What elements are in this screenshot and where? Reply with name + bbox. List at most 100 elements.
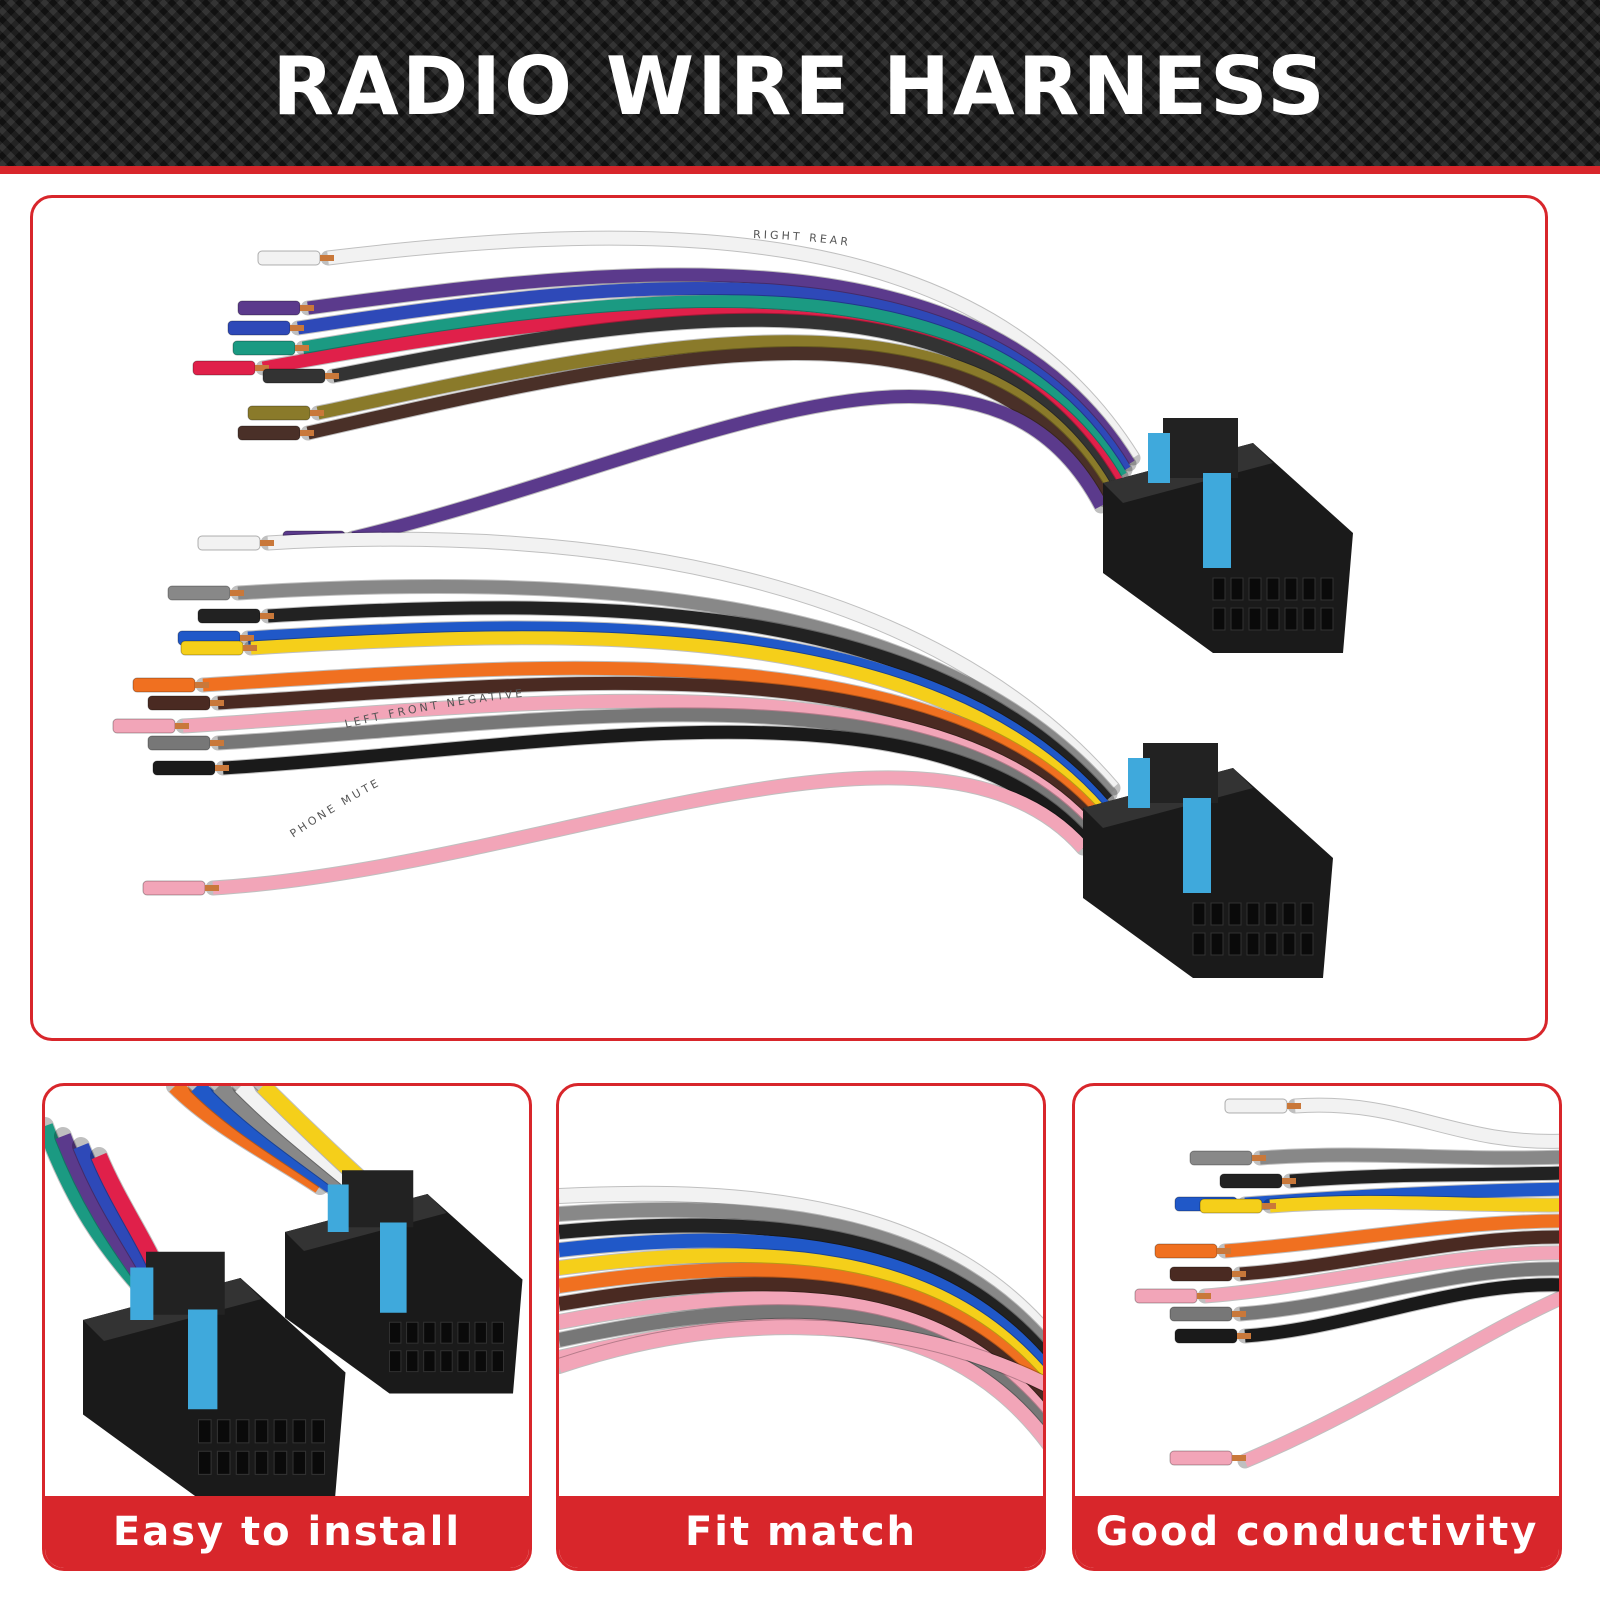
latch-housing [342,1170,414,1228]
wire [559,1320,1043,1391]
feature-card-good-conductivity: Good conductivity [1072,1083,1562,1571]
wire [559,1248,1043,1388]
copper-tip [300,430,314,436]
pin-cavity [1212,607,1226,631]
copper-tip [1262,1203,1276,1209]
wire [1294,1098,1559,1148]
blue-lock-tab [1203,473,1231,568]
lower-wire [267,601,1112,805]
pin-cavity [1248,607,1262,631]
wire [559,1233,1043,1376]
upper-wire-end-sleeve [192,360,256,376]
copper-tip [325,373,339,379]
pin-cavity [406,1350,419,1373]
copper-tip [300,305,314,311]
wire [1244,1278,1559,1343]
lower-wire-end-sleeve [132,677,196,693]
pin-cavity [1266,607,1280,631]
lower-wire [222,725,1091,847]
copper-tip [295,345,309,351]
pin-cavity [1210,902,1224,926]
pin-cavity [1300,902,1314,926]
pin-cavity [1192,902,1206,926]
wire-end-sleeve [1134,1288,1198,1304]
upper-wire [301,295,1127,480]
connector-left [83,1251,346,1499]
pin-cavity [1246,902,1260,926]
pin-cavity [1302,577,1316,601]
pin-cavity [1228,902,1242,926]
wire-print-text: PHONE MUTE [288,776,381,841]
upper-wire-outline [345,388,1109,546]
pin-cavity [216,1450,231,1475]
wire [559,1202,1043,1352]
pin-cavity [235,1419,250,1444]
lower-wire [267,532,1118,793]
feature-card-fit-match: Fit match [556,1083,1046,1571]
lower-wire-end-sleeve [147,695,211,711]
pin-cavity [216,1419,231,1444]
upper-wire [351,389,1107,545]
upper-wire-end-sleeve [237,425,301,441]
lower-wire-end-sleeve [180,640,244,656]
upper-wire [306,347,1111,504]
copper-tip [240,635,254,641]
wire-end-sleeve [1174,1328,1238,1344]
wire-end-sleeve [1224,1098,1288,1114]
wire [1239,1230,1559,1281]
copper-tip [260,540,274,546]
latch-housing [1163,418,1238,478]
copper-tip [215,765,229,771]
feature-label: Fit match [559,1496,1043,1568]
copper-tip [175,723,189,729]
wire [1259,1148,1559,1165]
wire-end-sleeve [1189,1150,1253,1166]
wire-end-sleeve [1154,1243,1218,1259]
upper-connector [1103,418,1353,653]
wire-end-sleeve [1219,1173,1283,1189]
pin-cavity [1302,607,1316,631]
upper-wire-end-sleeve [227,320,291,336]
copper-tip [243,645,257,651]
pin-cavity [1320,607,1334,631]
copper-tip [290,325,304,331]
lower-wire-end-sleeve [197,608,261,624]
wire [1204,1246,1559,1303]
blue-clip-icon [1128,758,1150,808]
wire [559,1263,1043,1400]
pin-cavity [389,1350,402,1373]
pin-cavity [1266,577,1280,601]
blue-lock-tab [1183,798,1211,893]
pin-cavity [457,1321,470,1344]
lower-wire [217,676,1100,829]
pin-cavity [457,1350,470,1373]
connector-right [285,1170,523,1394]
upper-wire-end-sleeve [257,250,321,266]
pin-cavity [423,1350,436,1373]
pin-cavity [1282,902,1296,926]
lower-wire-end-sleeve [142,880,206,896]
blue-clip-icon [130,1267,154,1320]
pin-cavity [1282,932,1296,956]
wire-ends-closeup-image [1134,1097,1559,1469]
lower-wire-end-sleeve [152,760,216,776]
pin-cavity [254,1419,269,1444]
wire [1224,1214,1559,1258]
copper-tip [1282,1178,1296,1184]
lower-wire-end-sleeve [112,718,176,734]
wire [1242,1291,1559,1467]
blue-lock-tab [380,1222,407,1313]
lower-wire-end-sleeve [167,585,231,601]
page-title: RADIO WIRE HARNESS [272,40,1328,133]
lower-wire [250,631,1106,817]
wire-end-sleeve [1199,1198,1263,1214]
lower-wire-end-sleeve [197,535,261,551]
pin-cavity [1230,577,1244,601]
pin-cavity [1264,902,1278,926]
pin-cavity [292,1419,307,1444]
wire-end-sleeve [1169,1450,1233,1466]
wire-print-phone-mute: PHONE MUTE [288,776,384,841]
lower-wire [247,621,1109,811]
pin-cavity [1320,577,1334,601]
